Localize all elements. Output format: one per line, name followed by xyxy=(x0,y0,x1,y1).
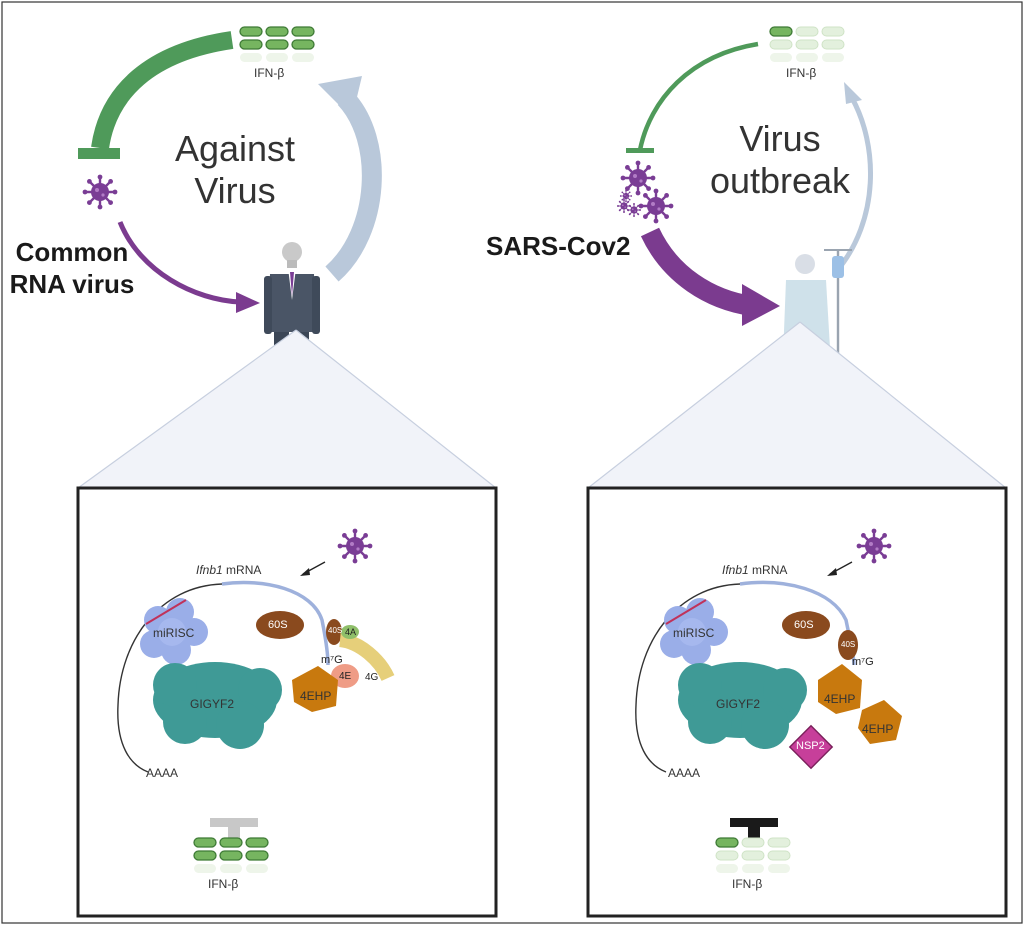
right-mrna-tail xyxy=(635,583,741,773)
left-4a xyxy=(341,625,359,639)
left-4ehp xyxy=(292,666,338,712)
left-title-line2: Virus xyxy=(194,170,276,211)
left-mrna-body xyxy=(221,580,330,666)
right-inhibition-arrow xyxy=(637,41,759,151)
right-title-line2: outbreak xyxy=(709,160,851,201)
left-4g-label: 4G xyxy=(365,672,379,683)
right-mrna-label: Ifnb1 mRNA xyxy=(722,563,787,577)
right-gigyf2-complex xyxy=(678,662,807,749)
left-mirisc-complex xyxy=(140,598,208,665)
right-title: Virus outbreak xyxy=(690,118,870,202)
right-4ehp-bound-label: 4EHP xyxy=(824,692,856,706)
virus-icon xyxy=(626,202,642,218)
right-mrna-gene: Ifnb1 xyxy=(722,563,749,577)
virus-icon xyxy=(619,189,633,203)
right-4ehp-bound xyxy=(818,664,862,714)
right-polya-label: AAAA xyxy=(668,766,701,780)
right-ribosome-40s xyxy=(838,630,858,660)
left-mrna-label: Ifnb1 mRNA xyxy=(196,563,261,577)
left-virus-label-line1: Common xyxy=(15,237,129,267)
right-title-line1: Virus xyxy=(739,118,821,159)
left-inset-box xyxy=(76,486,498,918)
left-gigyf2-complex xyxy=(153,662,282,749)
left-virus-label: Common RNA virus xyxy=(2,236,142,300)
left-induction-arrowhead xyxy=(318,76,362,118)
left-gigyf2-label: GIGYF2 xyxy=(190,697,235,711)
right-ifn-pills xyxy=(769,26,845,62)
left-4a-label: 4A xyxy=(345,627,357,637)
right-cap-label: m⁷G xyxy=(852,656,874,668)
left-60s-label: 60S xyxy=(268,619,288,631)
left-title: Against Virus xyxy=(150,128,320,212)
right-4ehp-free-label: 4EHP xyxy=(862,722,894,736)
right-mirisc-complex xyxy=(660,598,728,665)
right-inset-ifn-label: IFN-β xyxy=(732,877,763,891)
left-mirisc-label: miRISC xyxy=(153,626,195,640)
left-mrna-tail xyxy=(117,583,223,773)
left-polya-label: AAAA xyxy=(146,766,179,780)
left-ifn-label: IFN-β xyxy=(254,66,285,80)
right-ribosome-60s xyxy=(782,611,830,639)
left-ribosome-40s xyxy=(326,619,342,645)
left-virus-label-line2: RNA virus xyxy=(9,269,135,299)
right-4ehp-free xyxy=(858,700,902,744)
left-inset-ifn-label: IFN-β xyxy=(208,877,239,891)
virus-icon xyxy=(855,527,893,565)
left-cap-label: m⁷G xyxy=(321,654,343,666)
right-ifn-label: IFN-β xyxy=(786,66,817,80)
right-infection-arrow xyxy=(640,227,754,316)
virus-icon xyxy=(81,173,119,211)
right-inset-ifn-pills xyxy=(715,837,791,873)
left-4e-label: 4E xyxy=(339,671,352,682)
virus-icon xyxy=(637,187,675,225)
left-mrna-gene: Ifnb1 xyxy=(196,563,223,577)
virus-icon xyxy=(336,527,374,565)
left-infection-arrow xyxy=(117,221,241,305)
right-60s-label: 60S xyxy=(794,619,814,631)
left-inhibition-arrow xyxy=(91,31,234,150)
right-40s-label: 40S xyxy=(841,640,856,649)
left-4g xyxy=(338,633,395,682)
right-zoom-wedge xyxy=(588,322,1006,488)
left-4e xyxy=(331,664,359,688)
left-mrna-suffix: mRNA xyxy=(222,563,262,577)
left-ribosome-60s xyxy=(256,611,304,639)
left-title-line1: Against xyxy=(174,128,296,169)
right-nsp2-label: NSP2 xyxy=(796,740,825,752)
left-infection-arrowhead xyxy=(236,292,260,313)
right-induction-arrow xyxy=(834,96,873,274)
left-repression-bar xyxy=(210,818,258,827)
right-mrna-suffix: mRNA xyxy=(748,563,788,577)
right-gigyf2-label: GIGYF2 xyxy=(716,697,761,711)
left-inhibition-bar xyxy=(78,148,120,159)
left-inset-ifn-pills xyxy=(193,837,269,873)
left-40s-label: 40S xyxy=(328,626,343,635)
right-mirisc-label: miRISC xyxy=(673,626,715,640)
right-repression-bar xyxy=(730,818,778,827)
left-induction-arrow-shaft xyxy=(325,91,382,282)
right-virus-label: SARS-Cov2 xyxy=(486,231,631,261)
left-zoom-wedge xyxy=(78,330,496,488)
left-ifn-pills xyxy=(239,26,315,62)
right-nsp2 xyxy=(788,724,834,770)
left-4ehp-label: 4EHP xyxy=(300,689,332,703)
